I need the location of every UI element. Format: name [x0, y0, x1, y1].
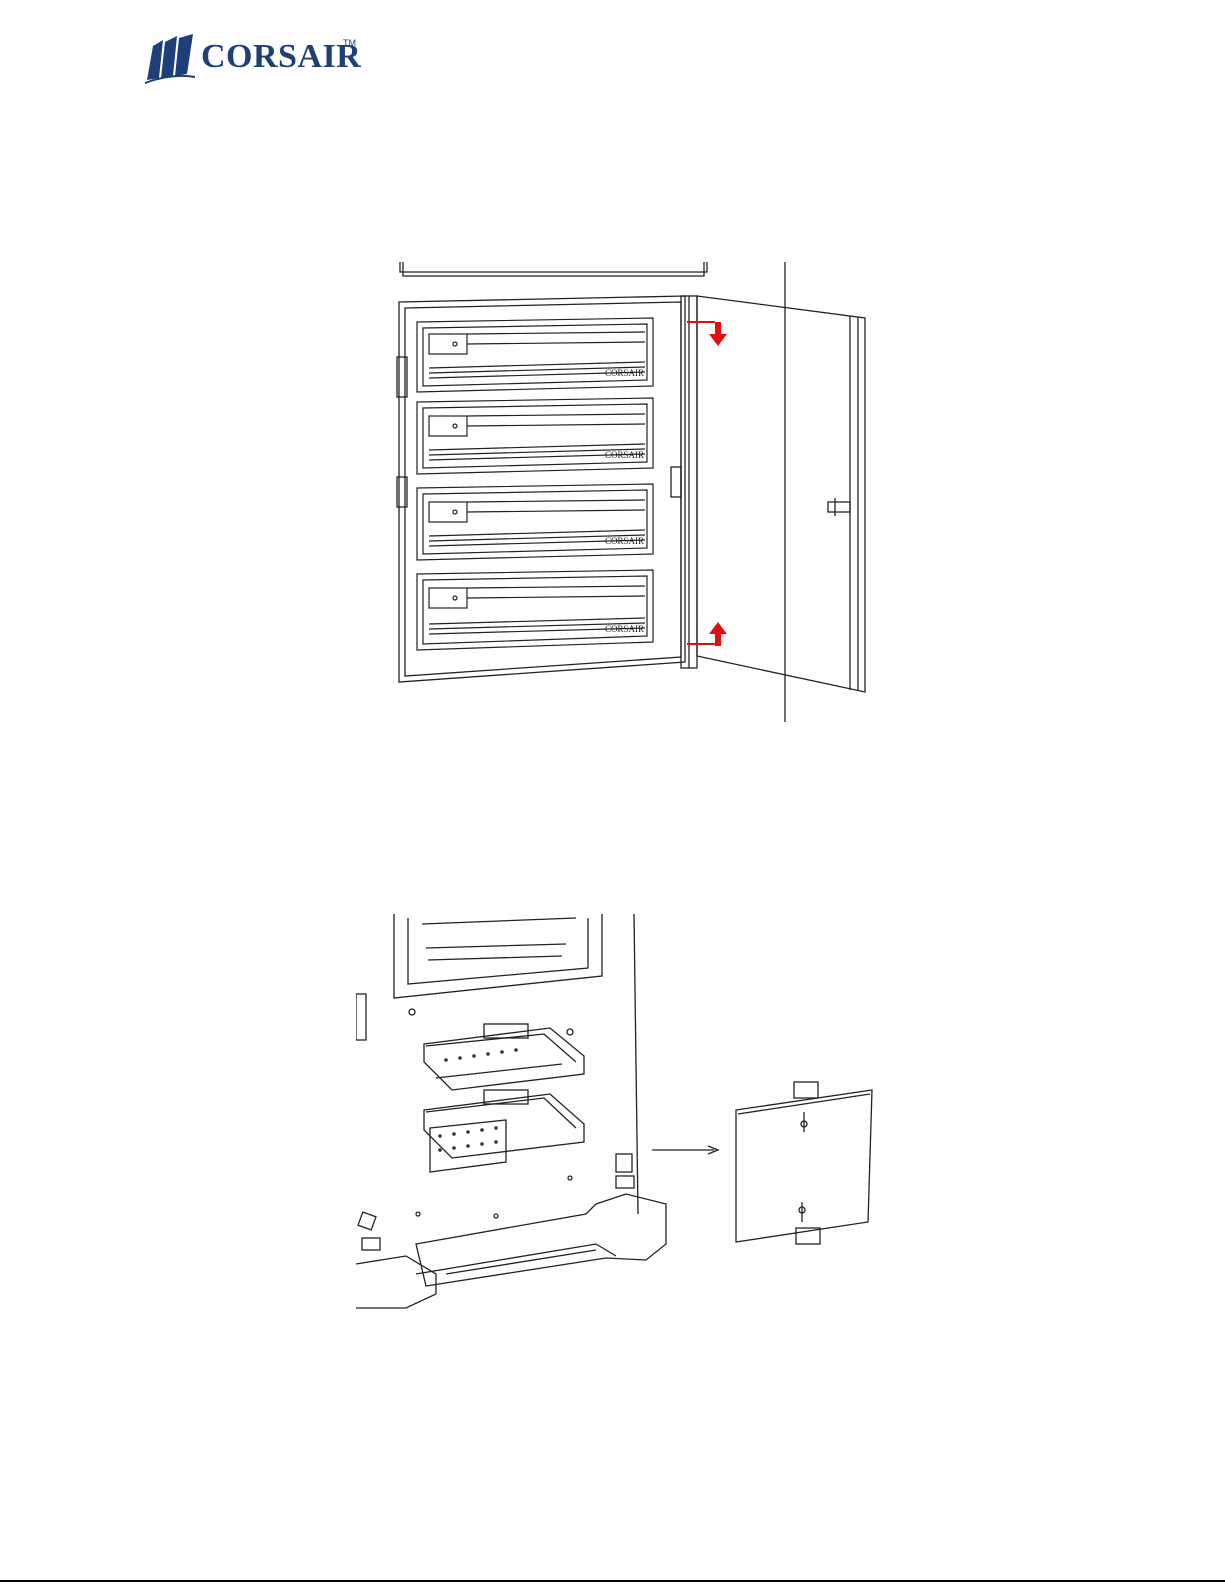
tray-brand-label: CORSAIR	[605, 624, 644, 634]
trademark-mark: TM	[343, 38, 356, 48]
drive-tray	[417, 484, 653, 560]
hinge-arrows	[687, 322, 727, 646]
tray-brand-label: CORSAIR	[605, 450, 644, 460]
tray-brand-label: CORSAIR	[605, 368, 644, 378]
brand-wordmark: CORSAIR	[201, 38, 361, 76]
drive-tray	[417, 318, 653, 392]
drive-bay-door-figure: CORSAIR CORSAIR CORSAIR CORSAIR	[395, 262, 885, 724]
corsair-logo: CORSAIR TM	[143, 32, 363, 84]
sails-icon	[143, 32, 199, 84]
tray-brand-label: CORSAIR	[605, 536, 644, 546]
drive-tray	[417, 398, 653, 474]
drive-tray	[417, 570, 653, 650]
bay-cover-removal-figure	[356, 914, 928, 1318]
arrow-down-icon	[709, 322, 727, 346]
arrow-up-icon	[709, 622, 727, 646]
footer-rule	[0, 1580, 1225, 1582]
